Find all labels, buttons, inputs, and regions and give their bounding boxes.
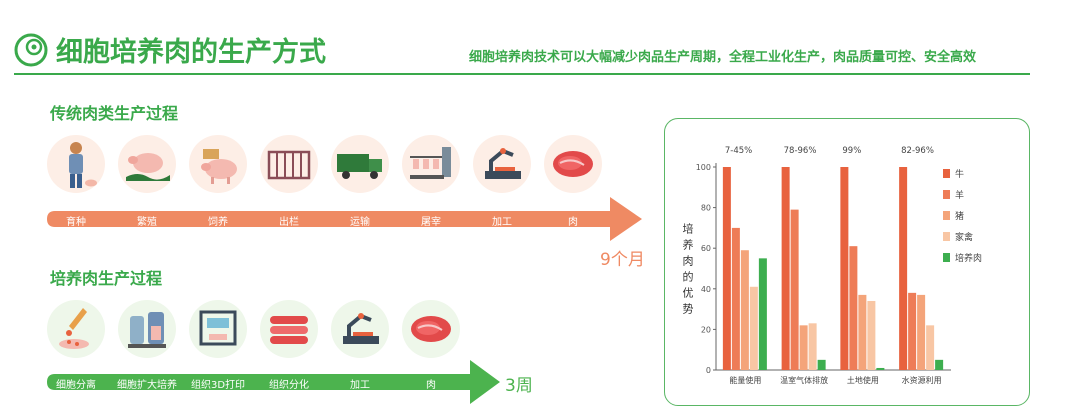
savings-annotation: 82-96%: [901, 146, 934, 156]
savings-annotation: 99%: [842, 146, 861, 156]
traditional-step-label: 加工: [492, 217, 512, 228]
bar: [758, 258, 767, 370]
bar: [799, 325, 808, 370]
breeding-farmer-icon: [47, 135, 105, 193]
bar: [749, 286, 758, 370]
traditional-step-label: 繁殖: [137, 217, 157, 228]
savings-annotation: 78-96%: [784, 146, 817, 156]
traditional-step-label: 饲养: [208, 217, 228, 228]
bar: [840, 167, 849, 370]
meat-steak-icon: [402, 300, 460, 358]
y-axis-title: 培: [683, 222, 694, 236]
y-axis-title: 的: [683, 270, 694, 284]
x-tick-label: 水资源利用: [902, 375, 942, 385]
bar: [808, 323, 817, 370]
legend-swatch: [943, 211, 950, 220]
bar: [790, 209, 799, 370]
cell-logo-icon: [14, 33, 48, 67]
cultured-step-label: 肉: [426, 380, 436, 391]
bar: [731, 227, 740, 370]
header-divider: [14, 73, 1030, 75]
transport-truck-icon: [331, 135, 389, 193]
bar: [867, 300, 876, 370]
cultured-process-arrow: [47, 360, 500, 404]
bar: [858, 294, 867, 370]
cultured-process-heading: 培养肉生产过程: [50, 269, 163, 288]
bar: [926, 325, 935, 370]
y-axis-title: 肉: [683, 255, 694, 268]
x-tick-label: 土地使用: [847, 375, 879, 385]
y-tick-label: 0: [706, 366, 711, 375]
x-tick-label: 能量使用: [729, 375, 761, 385]
bar: [899, 167, 908, 370]
bar: [935, 359, 944, 370]
y-tick-label: 20: [701, 325, 711, 334]
y-tick-label: 80: [701, 204, 711, 213]
cultured-duration: 3周: [505, 376, 533, 396]
y-axis-title: 养: [683, 238, 694, 252]
tissue-differentiation-icon: [260, 300, 318, 358]
y-axis-title: 势: [683, 303, 694, 316]
legend-label: 家禽: [955, 231, 973, 243]
cultured-step-label: 组织3D打印: [190, 380, 246, 391]
pig-pen-icon: [260, 135, 318, 193]
bar: [817, 359, 826, 370]
cultured-step-label: 细胞分离: [56, 380, 96, 391]
3d-printer-icon: [189, 300, 247, 358]
bar: [740, 250, 749, 370]
savings-annotation: 7-45%: [725, 146, 752, 156]
comparison-bar-chart: 培养肉的优势020406080100能量使用7-45%温室气体排放78-96%土…: [683, 146, 983, 385]
x-tick-label: 温室气体排放: [780, 375, 828, 385]
traditional-step-label: 运输: [350, 217, 370, 228]
traditional-process-heading: 传统肉类生产过程: [50, 104, 179, 123]
traditional-step-label: 育种: [66, 217, 86, 228]
y-axis-title: 优: [683, 287, 694, 300]
processing-robot-arm-icon: [473, 135, 531, 193]
bar: [876, 367, 885, 370]
y-tick-label: 100: [696, 163, 711, 172]
legend-label: 羊: [955, 189, 964, 201]
bar: [781, 167, 790, 370]
legend-swatch: [943, 232, 950, 241]
traditional-step-label: 肉: [568, 217, 578, 228]
traditional-step-label: 出栏: [279, 217, 299, 228]
bar: [908, 292, 917, 370]
cultured-step-label: 细胞扩大培养: [117, 380, 177, 391]
meat-steak-icon: [544, 135, 602, 193]
traditional-process-arrow: [47, 197, 642, 241]
legend-swatch: [943, 253, 950, 262]
traditional-step-label: 屠宰: [421, 217, 441, 228]
legend-swatch: [943, 190, 950, 199]
bar: [917, 294, 926, 370]
legend-label: 牛: [955, 168, 964, 180]
y-tick-label: 40: [701, 285, 711, 294]
pigs-breeding-icon: [118, 135, 176, 193]
cultured-step-label: 组织分化: [269, 380, 309, 391]
y-tick-label: 60: [701, 244, 711, 253]
pig-feeding-icon: [189, 135, 247, 193]
page-subtitle: 细胞培养肉技术可以大幅减少肉品生产周期，全程工业化生产，肉品质量可控、安全高效: [469, 50, 977, 65]
bioreactor-icon: [118, 300, 176, 358]
legend-label: 猪: [955, 210, 964, 222]
processing-robot-arm-icon: [331, 300, 389, 358]
legend-label: 培养肉: [955, 252, 982, 264]
slaughter-line-icon: [402, 135, 460, 193]
cell-isolation-pipette-icon: [47, 300, 105, 358]
bar: [849, 246, 858, 370]
legend-swatch: [943, 169, 950, 178]
cultured-step-label: 加工: [350, 380, 370, 391]
bar: [722, 167, 731, 370]
traditional-duration: 9个月: [600, 250, 645, 270]
page-title: 细胞培养肉的生产方式: [56, 37, 326, 68]
